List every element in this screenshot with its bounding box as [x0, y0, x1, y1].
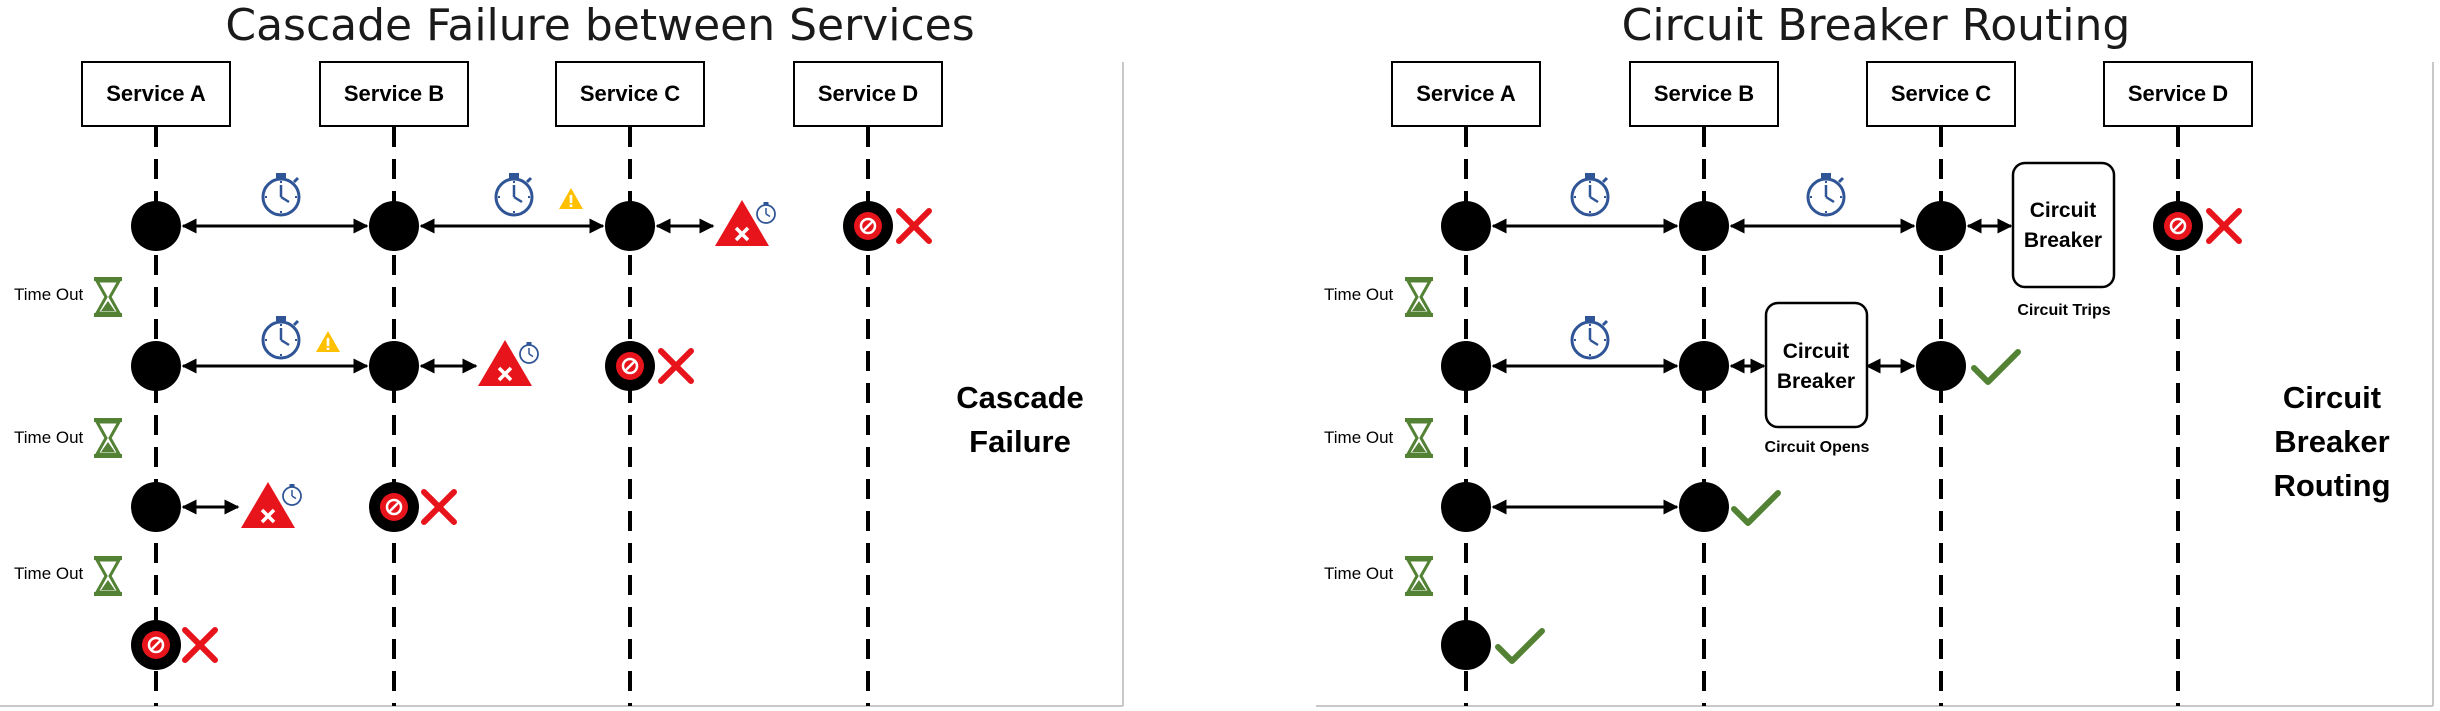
node — [131, 482, 181, 532]
failed-node-icon — [603, 339, 657, 393]
breaker-caption: Circuit Trips — [2017, 302, 2110, 319]
right-title: Circuit Breaker Routing — [1622, 0, 2131, 51]
left-service-d: Service D — [793, 61, 943, 127]
right-panel: Circuit Breaker Routing Service A Servic… — [1316, 0, 2434, 707]
failed-node-icon — [841, 199, 895, 253]
breaker-label: Breaker — [1777, 370, 1855, 393]
node — [1441, 620, 1491, 670]
stopwatch-icon — [1806, 171, 1846, 217]
stopwatch-icon — [1570, 314, 1610, 360]
hourglass-icon — [1403, 275, 1435, 319]
timeout-label: Time Out — [1324, 564, 1394, 583]
timeout-label: Time Out — [14, 564, 84, 583]
hourglass-icon — [1403, 554, 1435, 598]
service-label: Service B — [344, 81, 444, 106]
error-x-icon — [899, 211, 929, 241]
success-check-icon — [1498, 631, 1542, 661]
breaker-caption: Circuit Opens — [1765, 439, 1870, 456]
error-x-icon — [185, 630, 215, 660]
warning-icon — [559, 188, 583, 209]
breaker-label: Breaker — [2024, 229, 2102, 252]
node — [1679, 201, 1729, 251]
circuit-breaker-trips: Circuit Breaker Circuit Trips — [2011, 161, 2116, 319]
right-service-d: Service D — [2103, 61, 2253, 127]
error-x-icon — [661, 351, 691, 381]
hourglass-icon — [92, 554, 124, 598]
hourglass-icon — [92, 275, 124, 319]
node — [1916, 341, 1966, 391]
service-label: Service C — [1891, 81, 1991, 106]
node — [131, 341, 181, 391]
warning-icon — [316, 331, 340, 352]
timeout-label: Time Out — [1324, 428, 1394, 447]
node — [1441, 341, 1491, 391]
stopwatch-icon — [494, 171, 534, 217]
node — [1441, 482, 1491, 532]
right-service-a: Service A — [1391, 61, 1541, 127]
right-side-label-3: Routing — [2273, 468, 2390, 503]
failed-node-icon — [2151, 199, 2205, 253]
stopwatch-icon — [261, 314, 301, 360]
node — [369, 341, 419, 391]
node — [1441, 201, 1491, 251]
service-label: Service C — [580, 81, 680, 106]
service-label: Service D — [2128, 81, 2228, 106]
error-x-icon — [2209, 211, 2239, 241]
failed-node-icon — [367, 480, 421, 534]
service-label: Service D — [818, 81, 918, 106]
node — [1679, 341, 1729, 391]
left-service-a: Service A — [81, 61, 231, 127]
failed-node-icon — [129, 618, 183, 672]
node — [1916, 201, 1966, 251]
left-service-c: Service C — [555, 61, 705, 127]
node — [369, 201, 419, 251]
stopwatch-icon — [1570, 171, 1610, 217]
timeout-label: Time Out — [14, 285, 84, 304]
left-side-label-2: Failure — [969, 424, 1071, 459]
service-label: Service B — [1654, 81, 1754, 106]
success-check-icon — [1974, 352, 2018, 382]
circuit-breaker-opens: Circuit Breaker Circuit Opens — [1765, 301, 1870, 456]
timeout-error-icon — [239, 480, 303, 530]
success-check-icon — [1734, 493, 1778, 523]
service-label: Service A — [106, 81, 206, 106]
left-service-b: Service B — [319, 61, 469, 127]
hourglass-icon — [1403, 416, 1435, 460]
error-x-icon — [424, 492, 454, 522]
timeout-label: Time Out — [14, 428, 84, 447]
right-service-b: Service B — [1629, 61, 1779, 127]
hourglass-icon — [92, 416, 124, 460]
stopwatch-icon — [261, 171, 301, 217]
timeout-label: Time Out — [1324, 285, 1394, 304]
left-title: Cascade Failure between Services — [225, 0, 974, 51]
right-side-label-2: Breaker — [2274, 424, 2389, 459]
left-panel: Cascade Failure between Services Service… — [0, 0, 1124, 707]
right-side-label-1: Circuit — [2283, 380, 2381, 415]
left-side-label-1: Cascade — [956, 380, 1084, 415]
node — [131, 201, 181, 251]
timeout-error-icon — [713, 198, 777, 248]
node — [605, 201, 655, 251]
timeout-error-icon — [476, 338, 540, 388]
right-service-c: Service C — [1866, 61, 2016, 127]
node — [1679, 482, 1729, 532]
breaker-label: Circuit — [1783, 340, 1850, 363]
breaker-label: Circuit — [2030, 199, 2097, 222]
service-label: Service A — [1416, 81, 1516, 106]
